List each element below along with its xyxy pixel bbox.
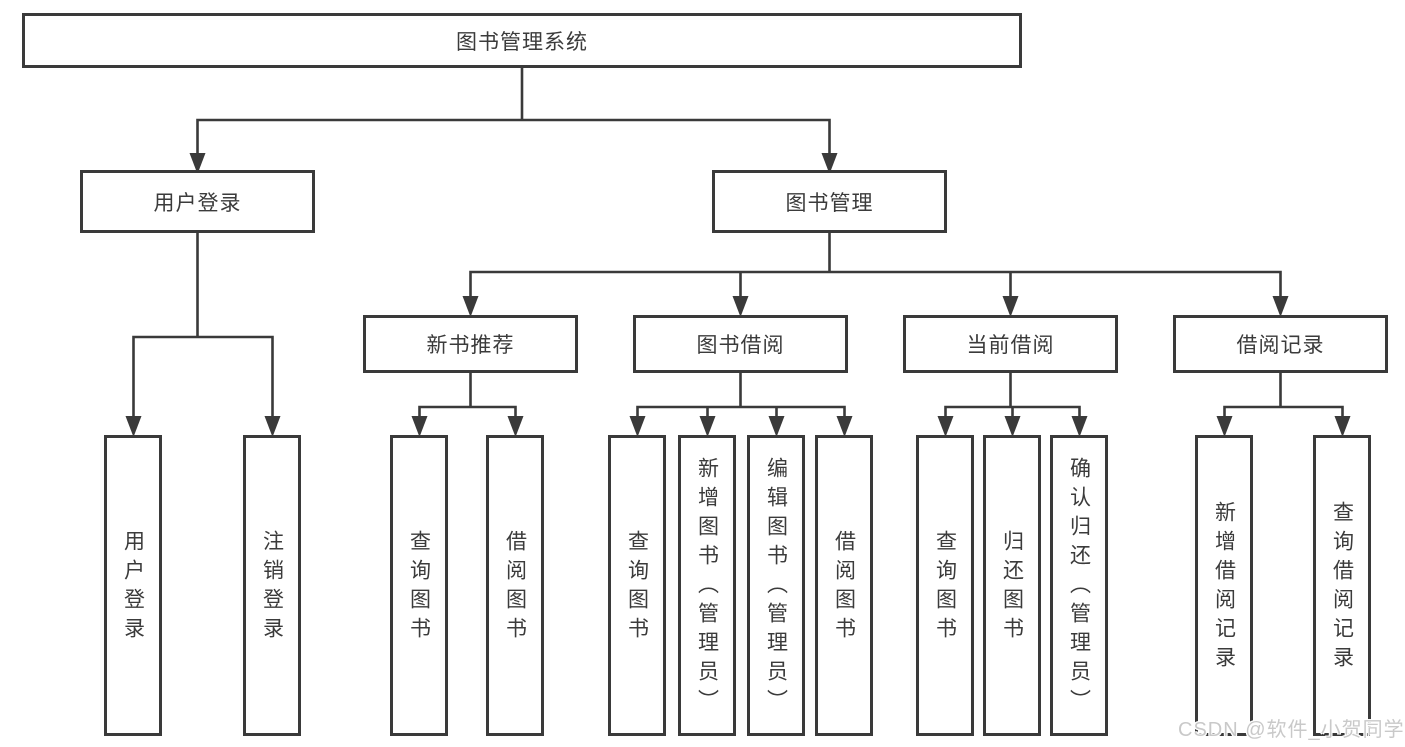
node-book-management: 图书管理 <box>712 170 947 233</box>
leaf-borrowing-query-books: 查询图书 <box>608 435 666 736</box>
arrowhead-icon <box>264 416 281 437</box>
arrowhead-icon <box>732 296 749 317</box>
leaf-records-query-borrow-record: 查询借阅记录 <box>1313 435 1371 736</box>
node-root-library-management-system: 图书管理系统 <box>22 13 1022 68</box>
leaf-newbooks-borrow-books: 借阅图书 <box>486 435 544 736</box>
leaf-current-query-books: 查询图书 <box>916 435 974 736</box>
leaf-borrowing-borrow-books: 借阅图书 <box>815 435 873 736</box>
leaf-records-add-borrow-record: 新增借阅记录 <box>1195 435 1253 736</box>
leaf-current-confirm-return-admin: 确认归还（管理员） <box>1050 435 1108 736</box>
arrowhead-icon <box>189 153 206 174</box>
arrowhead-icon <box>125 416 142 437</box>
arrowhead-icon <box>1002 296 1019 317</box>
leaf-current-return-books: 归还图书 <box>983 435 1041 736</box>
node-user-login: 用户登录 <box>80 170 315 233</box>
connector-path <box>132 66 1344 420</box>
leaf-user-login: 用户登录 <box>104 435 162 736</box>
arrowhead-icon <box>462 296 479 317</box>
leaf-borrowing-add-books-admin: 新增图书（管理员） <box>678 435 736 736</box>
arrowhead-icon <box>1272 296 1289 317</box>
arrowhead-icon <box>1216 416 1233 437</box>
arrowhead-icon <box>768 416 785 437</box>
arrowhead-icon <box>1071 416 1088 437</box>
arrowhead-icon <box>507 416 524 437</box>
node-new-book-recommendation: 新书推荐 <box>363 315 578 373</box>
arrowhead-icon <box>699 416 716 437</box>
leaf-logout-login: 注销登录 <box>243 435 301 736</box>
node-book-borrowing: 图书借阅 <box>633 315 848 373</box>
arrowhead-icon <box>1334 416 1351 437</box>
arrowhead-icon <box>937 416 954 437</box>
node-borrowing-records: 借阅记录 <box>1173 315 1388 373</box>
arrowhead-icon <box>836 416 853 437</box>
arrowhead-icon <box>821 153 838 174</box>
arrowhead-icon <box>1004 416 1021 437</box>
leaf-borrowing-edit-books-admin: 编辑图书（管理员） <box>747 435 805 736</box>
node-current-borrowing: 当前借阅 <box>903 315 1118 373</box>
leaf-newbooks-query-books: 查询图书 <box>390 435 448 736</box>
arrowhead-icon <box>411 416 428 437</box>
arrowhead-icon <box>629 416 646 437</box>
watermark: CSDN @软件_小贺同学 <box>1178 719 1405 741</box>
